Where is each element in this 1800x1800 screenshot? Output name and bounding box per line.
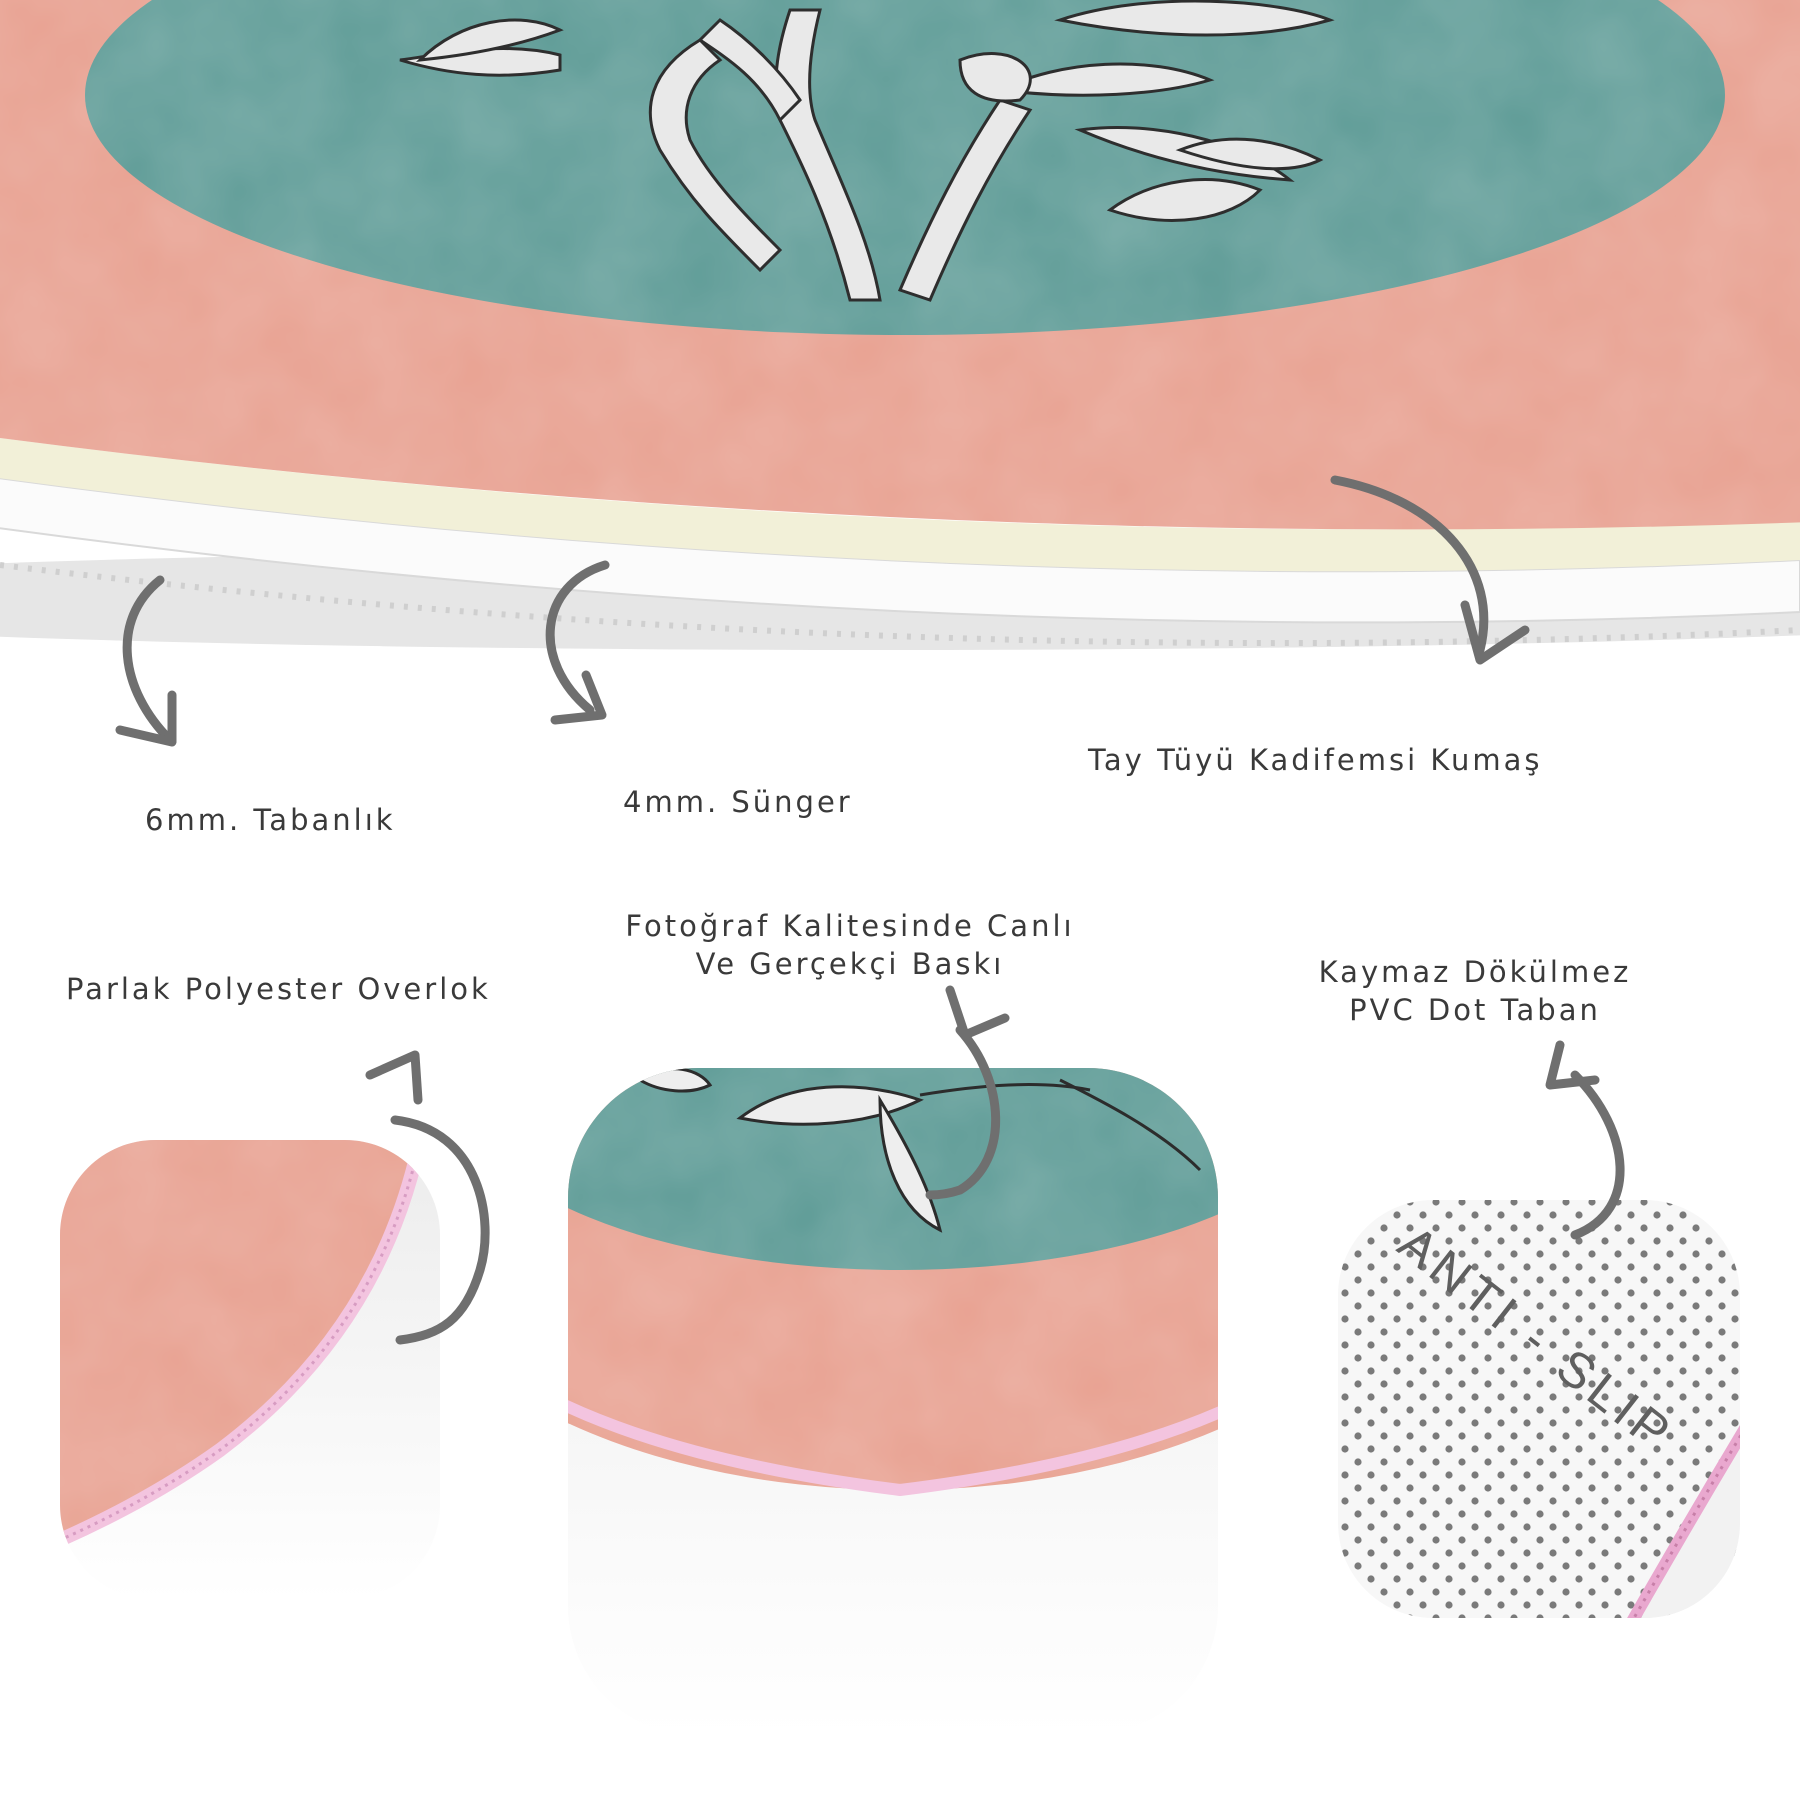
overlock-detail (60, 1140, 440, 1600)
curved-arrow-icon (115, 475, 1625, 1345)
label-base: 6mm. Tabanlık (145, 803, 396, 837)
sponge-layer (0, 437, 1800, 572)
rug-cross-section (0, 0, 1800, 650)
label-antislip-line1: Kaymaz Dökülmez (1318, 955, 1632, 989)
label-print-line2: Ve Gerçekçi Baskı (695, 947, 1005, 981)
print-trim (568, 1198, 1218, 1497)
label-overlock: Parlak Polyester Overlok (66, 972, 491, 1006)
label-sponge: 4mm. Sünger (623, 785, 853, 819)
label-print: Fotoğraf Kalitesinde Canlı Ve Gerçekçi B… (620, 907, 1080, 983)
anti-slip-detail: ANTI - SLIP (1338, 1200, 1740, 1618)
print-quality-detail (568, 1068, 1218, 1736)
label-print-line1: Fotoğraf Kalitesinde Canlı (625, 909, 1075, 943)
label-antislip: Kaymaz Dökülmez PVC Dot Taban (1310, 953, 1640, 1029)
label-fabric: Tay Tüyü Kadifemsi Kumaş (1088, 743, 1543, 777)
label-antislip-line2: PVC Dot Taban (1349, 993, 1601, 1027)
flower-illustration (399, 0, 1335, 302)
